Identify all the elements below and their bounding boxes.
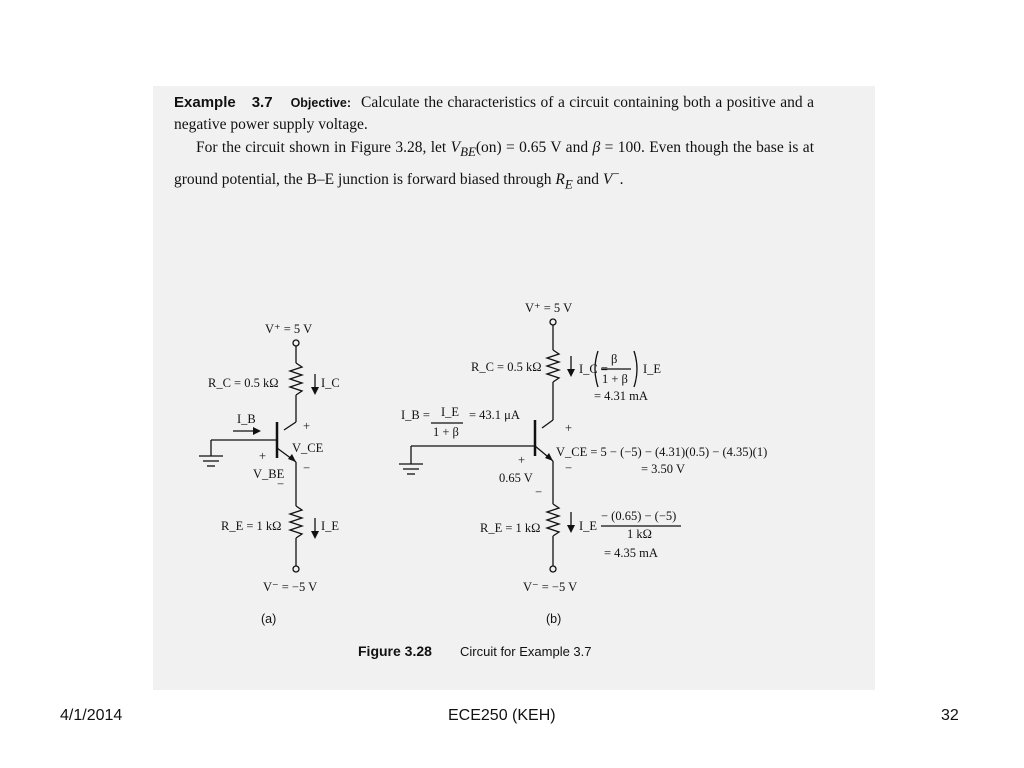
b-re-resistor bbox=[544, 503, 562, 537]
b-ic-after: I_E bbox=[643, 362, 661, 376]
problem-text-1: For the circuit shown in Figure 3.28, le… bbox=[196, 139, 451, 156]
example-number: 3.7 bbox=[251, 94, 273, 111]
re-subscript: E bbox=[564, 176, 573, 192]
a-rc-label: R_C = 0.5 kΩ bbox=[208, 376, 279, 390]
vminus-symbol: V bbox=[602, 171, 613, 189]
footer-course: ECE250 (KEH) bbox=[448, 707, 556, 724]
b-vce-plus: + bbox=[565, 421, 572, 435]
beta-symbol: β bbox=[592, 139, 601, 156]
b-figure-label: (b) bbox=[546, 612, 561, 626]
b-emitter-arrow bbox=[545, 453, 553, 461]
b-ib-value: = 43.1 μA bbox=[469, 408, 520, 422]
b-ib-lhs: I_B = bbox=[401, 408, 430, 422]
a-ib-label: I_B bbox=[237, 412, 256, 426]
a-ie-arrow bbox=[311, 531, 319, 539]
b-rc-resistor bbox=[544, 349, 562, 383]
a-emitter-arrow bbox=[288, 454, 296, 462]
b-vminus-terminal bbox=[549, 565, 557, 573]
problem-text-end: . bbox=[619, 171, 624, 189]
footer-page-number: 32 bbox=[941, 707, 959, 724]
footer-date: 4/1/2014 bbox=[60, 707, 123, 724]
a-re-label: R_E = 1 kΩ bbox=[221, 519, 281, 533]
a-vminus-terminal bbox=[292, 565, 300, 573]
a-vminus-label: V⁻ = −5 V bbox=[263, 580, 317, 594]
b-vce-value: = 3.50 V bbox=[641, 462, 685, 476]
a-vplus-label: V⁺ = 5 V bbox=[265, 322, 312, 336]
a-figure-label: (a) bbox=[261, 612, 276, 626]
a-ic-arrow bbox=[311, 387, 319, 395]
a-vbe-minus: − bbox=[277, 477, 284, 491]
problem-statement: For the circuit shown in Figure 3.28, le… bbox=[174, 137, 814, 195]
b-rc-label: R_C = 0.5 kΩ bbox=[471, 360, 542, 374]
b-ic-arrow bbox=[567, 369, 575, 377]
b-re-label: R_E = 1 kΩ bbox=[480, 521, 540, 535]
scanned-page bbox=[153, 86, 875, 690]
circuit-figure: V⁺ = 5 V R_C = 0.5 kΩ I_C I_B + V_CE − +… bbox=[199, 301, 767, 659]
b-vplus-terminal bbox=[549, 318, 557, 326]
figure-caption: Circuit for Example 3.7 bbox=[460, 644, 592, 659]
problem-text-2: (on) = 0.65 V and bbox=[475, 139, 593, 156]
example-label: Example bbox=[174, 94, 236, 111]
a-vbe-plus: + bbox=[259, 449, 266, 463]
a-vplus-terminal bbox=[292, 339, 300, 347]
a-re-resistor bbox=[287, 505, 305, 539]
b-ie-eq: I_E bbox=[579, 519, 597, 533]
a-vce-label: V_CE bbox=[292, 441, 324, 455]
a-vce-plus: + bbox=[303, 419, 310, 433]
a-rc-resistor bbox=[287, 362, 305, 396]
example-heading: Example 3.7 Objective:Calculate the charac… bbox=[174, 92, 814, 136]
b-vce-eq: V_CE = 5 − (−5) − (4.31)(0.5) − (4.35)(1… bbox=[556, 445, 767, 459]
b-ie-value: = 4.35 mA bbox=[604, 546, 658, 560]
b-vbe-minus: − bbox=[535, 485, 542, 499]
b-vplus-label: V⁺ = 5 V bbox=[525, 301, 572, 315]
b-ie-den: 1 kΩ bbox=[627, 527, 652, 541]
figure-number: Figure 3.28 bbox=[358, 643, 432, 659]
b-vbe-value: 0.65 V bbox=[499, 471, 533, 485]
a-ie-label: I_E bbox=[321, 519, 339, 533]
b-ib-den: 1 + β bbox=[433, 425, 459, 439]
problem-text-3: = 100. Even though the base is at ground… bbox=[174, 139, 814, 189]
b-ic-eq: I_C = bbox=[579, 362, 608, 376]
problem-text-4: and bbox=[572, 171, 603, 189]
a-ic-label: I_C bbox=[321, 376, 340, 390]
a-vce-minus: − bbox=[303, 461, 310, 475]
b-ie-arrow bbox=[567, 525, 575, 533]
re-symbol: R bbox=[555, 171, 565, 189]
b-ib-num: I_E bbox=[441, 405, 459, 419]
objective-label: Objective: bbox=[290, 96, 351, 110]
b-ic-frac-den: 1 + β bbox=[602, 372, 628, 386]
vbe-symbol: V bbox=[450, 139, 461, 156]
b-ic-value: = 4.31 mA bbox=[594, 389, 648, 403]
vminus-superscript: − bbox=[612, 166, 620, 182]
objective-text: Calculate the characteristics of a circu… bbox=[174, 94, 814, 133]
b-vminus-label: V⁻ = −5 V bbox=[523, 580, 577, 594]
b-ie-num: − (0.65) − (−5) bbox=[601, 509, 676, 523]
b-vbe-plus: + bbox=[518, 453, 525, 467]
b-ic-frac-num: β bbox=[611, 352, 617, 366]
vbe-subscript: BE bbox=[460, 144, 476, 160]
a-vbe-label: V_BE bbox=[253, 467, 285, 481]
b-vce-minus: − bbox=[565, 461, 572, 475]
a-ib-arrow bbox=[253, 427, 261, 435]
